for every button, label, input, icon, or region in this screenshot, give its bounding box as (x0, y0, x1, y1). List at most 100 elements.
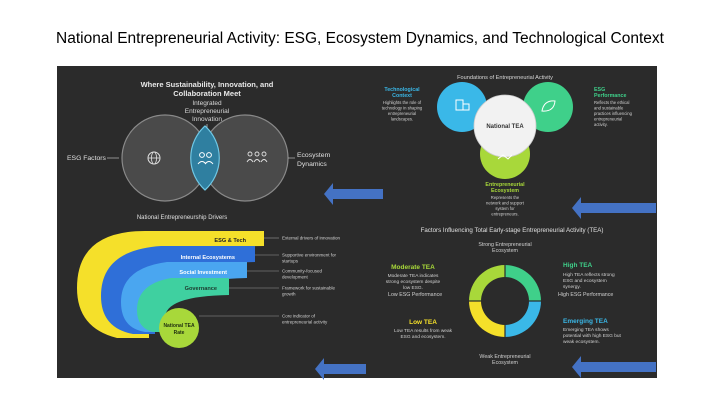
tech-context-desc-line-4: landscapes. (391, 117, 413, 122)
low-tea-desc-line-2: ESG and ecosystem. (400, 334, 445, 340)
infographic-panel: Where Sustainability, Innovation, and Co… (57, 66, 657, 378)
venn-left-center-line1: Integrated (192, 100, 222, 107)
ecosystem-title-2: Ecosystem (491, 188, 519, 194)
quadrant-bottom-label-2: Ecosystem (492, 360, 518, 366)
quadrant-top-label-1: Strong Entrepreneurial (478, 242, 531, 248)
esg-performance-desc-line-4: entrepreneurial (594, 117, 622, 122)
driver-layer-governance (137, 278, 229, 332)
left-pointing-arrow-right (572, 197, 656, 219)
quadrant-bottom-label-1: Weak Entrepreneurial (479, 354, 530, 360)
tea-quadrant: Factors Influencing Total Early-stage En… (386, 227, 622, 366)
esg-performance-desc-line-2: and sustainable (594, 106, 624, 111)
driver-desc-4-line-1: Framework for sustainable (282, 286, 336, 291)
leaf-icon (541, 100, 556, 112)
venn-left-intersection (190, 125, 220, 191)
network-people-icon (246, 151, 268, 163)
emerging-tea-title: Emerging TEA (563, 318, 608, 325)
venn-left-heading-line1: Where Sustainability, Innovation, and (141, 80, 274, 89)
ring-segment-moderate (469, 265, 505, 301)
quadrant-right-axis: High ESG Performance (558, 292, 613, 298)
driver-desc-5-line-1: Core indicator of (282, 314, 316, 319)
driver-label-internal-ecosystems: Internal Ecosystems (181, 255, 235, 261)
ring-segment-emerging (505, 301, 541, 337)
driver-desc-1-line-1: External drivers of innovation (282, 236, 341, 241)
ecosystem-title-1: Entrepreneurial (485, 182, 525, 188)
quadrant-heading: Factors Influencing Total Early-stage En… (421, 227, 604, 234)
moderate-tea-title: Moderate TEA (391, 264, 435, 271)
driver-desc-3-line-2: development (282, 275, 309, 280)
quadrant-left-axis: Low ESG Performance (388, 292, 442, 298)
esg-performance-desc-line-5: activity. (594, 122, 608, 127)
venn-right-heading: Foundations of Entrepreneurial Activity (457, 75, 553, 81)
left-pointing-arrow-top (324, 183, 383, 205)
driver-core-label-1: National TEA (163, 323, 195, 329)
esg-performance-desc-line-3: practices influencing (594, 111, 633, 116)
low-tea-desc-line-1: Low TEA results from weak (394, 328, 453, 334)
handshake-icon (497, 154, 513, 160)
quadrant-top-label-2: Ecosystem (492, 248, 518, 254)
driver-desc-5-line-2: entrepreneurial activity (282, 320, 328, 325)
moderate-tea-desc-line-1: Moderate TEA indicates (388, 273, 439, 279)
tech-context-desc-line-1: Highlights the role of (383, 100, 422, 105)
moderate-tea-desc-line-3: low ESG. (403, 285, 423, 291)
drivers-diagram: National Entrepreneurship Drivers ESG & … (77, 215, 341, 348)
drivers-heading: National Entrepreneurship Drivers (137, 215, 227, 221)
ecosystem-dynamics-label-1: Ecosystem (297, 152, 331, 159)
high-tea-desc-line-3: synergy. (563, 284, 581, 290)
venn-left-center-line3: Innovation (192, 116, 222, 123)
driver-core-label-2: Rate (174, 330, 185, 336)
tech-context-desc-line-2: technology in shaping (382, 106, 423, 111)
venn-left-heading-line2: Collaboration Meet (173, 89, 241, 98)
esg-factors-label: ESG Factors (67, 155, 107, 162)
ecosystem-desc-line-2: network and support (486, 201, 525, 206)
driver-desc-2-line-1: Supportive environment for (282, 253, 337, 258)
ecosystem-dynamics-label-2: Dynamics (297, 161, 327, 168)
tech-context-desc-line-3: entrepreneurial (388, 111, 416, 116)
tech-context-title-1: Technological (384, 87, 420, 93)
driver-descriptions: External drivers of innovationSupportive… (199, 236, 341, 325)
ecosystem-desc-line-4: entrepreneurs. (491, 212, 518, 217)
driver-core-national-tea (159, 308, 199, 348)
esg-performance-title-2: Performance (594, 93, 626, 99)
emerging-tea-desc-line-2: potential with high ESG but (563, 333, 622, 339)
low-tea-title: Low TEA (409, 319, 437, 326)
driver-label-esg-tech: ESG & Tech (214, 238, 246, 244)
high-tea-title: High TEA (563, 262, 593, 269)
national-tea-label: National TEA (486, 124, 524, 130)
high-tea-desc-line-2: ESG and ecosystem (563, 278, 607, 284)
ring-segment-high (505, 265, 541, 301)
tea-cycle-ring (469, 265, 541, 337)
esg-performance-desc-line-1: Reflects the ethical (594, 100, 629, 105)
infographic-canvas: Where Sustainability, Innovation, and Co… (67, 75, 633, 366)
esg-performance-title-1: ESG (594, 87, 605, 93)
ecosystem-desc-line-1: Represents the (491, 195, 520, 200)
building-icon (455, 99, 470, 111)
collaboration-icon (197, 152, 214, 165)
venn-left-center-line2: Entrepreneurial (185, 108, 230, 115)
venn-right: Foundations of Entrepreneurial Activity … (382, 75, 633, 217)
slide-title: National Entrepreneurial Activity: ESG, … (56, 30, 664, 47)
emerging-tea-desc-line-1: Emerging TEA shows (563, 327, 609, 333)
driver-desc-3-line-1: Community-focused (282, 269, 323, 274)
left-pointing-arrow-bottom-right (572, 356, 656, 378)
emerging-tea-desc-line-3: weak ecosystem. (563, 339, 600, 345)
ring-segment-low (469, 301, 505, 337)
left-pointing-arrow-bottom (315, 358, 366, 380)
venn-left: Where Sustainability, Innovation, and Co… (67, 80, 331, 202)
ecosystem-desc-line-3: system for (495, 206, 515, 211)
moderate-tea-desc-line-2: strong ecosystem despite (386, 279, 441, 285)
driver-desc-4-line-2: growth (282, 292, 296, 297)
driver-label-social-investment: Social Investment (179, 270, 227, 276)
driver-label-governance: Governance (185, 286, 217, 292)
driver-desc-2-line-2: startups (282, 259, 299, 264)
tech-context-title-2: Context (392, 93, 412, 99)
high-tea-desc-line-1: High TEA reflects strong (563, 272, 615, 278)
